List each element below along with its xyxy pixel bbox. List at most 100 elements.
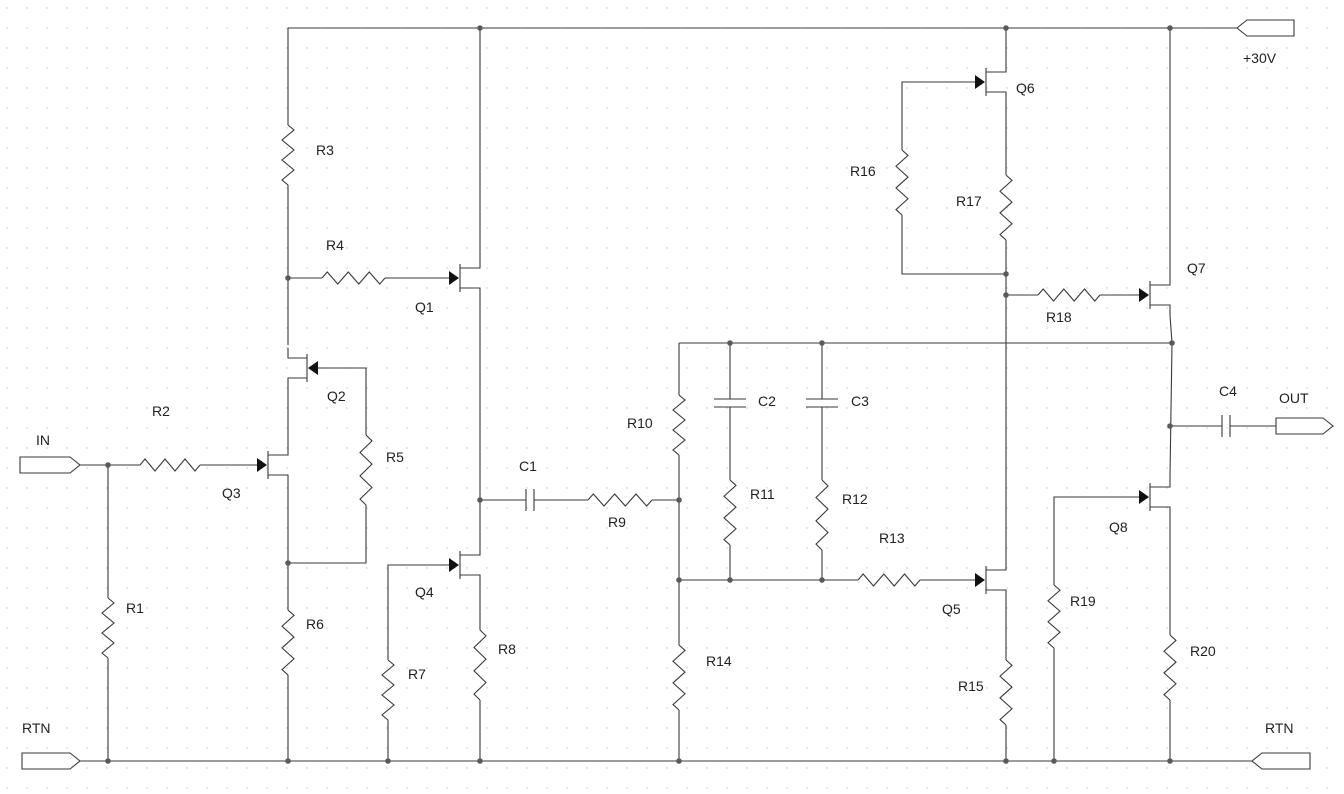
junction-dot	[285, 275, 291, 281]
transistor-q5	[975, 560, 1007, 600]
junction-dot	[1167, 25, 1173, 31]
label-r10: R10	[627, 415, 653, 431]
junction-dot	[477, 25, 483, 31]
resistor-r15	[999, 659, 1013, 726]
junction-dot	[727, 340, 733, 346]
resistor-r5	[359, 434, 373, 506]
resistor-r9	[587, 493, 653, 507]
label-r19: R19	[1070, 593, 1096, 609]
label-r7: R7	[408, 666, 426, 682]
resistor-r11	[723, 479, 737, 546]
label-q1: Q1	[415, 299, 434, 315]
resistor-r3	[281, 124, 295, 186]
label-c2: C2	[758, 393, 776, 409]
resistor-r6	[281, 609, 295, 676]
return-right-port	[1251, 752, 1311, 770]
junction-dot	[676, 758, 682, 764]
label-r15: R15	[958, 678, 984, 694]
return-left-port	[21, 752, 81, 770]
resistor-r14	[672, 644, 686, 711]
label-r17: R17	[956, 193, 982, 209]
resistor-r12	[815, 479, 829, 551]
label-r14: R14	[706, 653, 732, 669]
junction-dot	[1003, 292, 1009, 298]
junction-dot	[105, 462, 111, 468]
label-r6: R6	[306, 616, 324, 632]
resistor-r13	[857, 573, 921, 587]
label-c4: C4	[1219, 383, 1237, 399]
wire	[387, 564, 452, 660]
label-r18: R18	[1046, 309, 1072, 325]
return-left-label: RTN	[22, 720, 51, 736]
label-r5: R5	[386, 449, 404, 465]
resistor-r18	[1037, 288, 1101, 302]
junction-dot	[477, 497, 483, 503]
label-r12: R12	[842, 491, 868, 507]
transistor-q2	[287, 348, 318, 388]
wires	[80, 27, 1276, 762]
supply-port	[1236, 19, 1295, 37]
resistor-r17	[999, 174, 1013, 241]
resistor-r10	[672, 394, 686, 456]
wire	[318, 367, 367, 435]
junction-dot	[819, 577, 825, 583]
label-r1: R1	[126, 600, 144, 616]
return-right-label: RTN	[1265, 720, 1294, 736]
junction-dot	[1169, 340, 1175, 346]
junction-dot	[105, 758, 111, 764]
label-r2: R2	[152, 403, 170, 419]
junction-dot	[385, 758, 391, 764]
label-c3: C3	[851, 393, 869, 409]
output-label: OUT	[1279, 390, 1309, 406]
resistor-r7	[381, 659, 395, 721]
transistor-q4	[449, 545, 481, 585]
supply-label: +30V	[1243, 50, 1277, 66]
transistor-q6	[975, 62, 1007, 102]
wire	[901, 81, 978, 150]
resistor-r16	[895, 149, 909, 216]
resistor-r1	[101, 597, 115, 659]
capacitor-c1	[525, 489, 535, 511]
junction-dot	[1051, 758, 1057, 764]
resistor-r4	[321, 271, 386, 285]
wire	[901, 215, 1006, 275]
label-r8: R8	[498, 641, 516, 657]
label-q2: Q2	[327, 388, 346, 404]
capacitor-c4	[1221, 415, 1231, 437]
wire	[1053, 496, 1142, 585]
label-r16: R16	[850, 163, 876, 179]
label-q5: Q5	[942, 601, 961, 617]
junction-dot	[676, 497, 682, 503]
resistor-r20	[1163, 634, 1177, 701]
output-port	[1275, 417, 1334, 435]
junction-dot	[1167, 423, 1173, 429]
resistor-r19	[1047, 584, 1061, 649]
junction-dot	[1003, 25, 1009, 31]
capacitor-c2	[714, 398, 746, 408]
transistor-q1	[449, 258, 481, 298]
label-c1: C1	[519, 458, 537, 474]
junction-dot	[727, 577, 733, 583]
resistor-r8	[473, 629, 487, 701]
input-label: IN	[36, 432, 50, 448]
junction-dot	[819, 340, 825, 346]
resistor-r2	[139, 458, 201, 472]
input-port	[19, 456, 81, 474]
label-q8: Q8	[1109, 519, 1128, 535]
capacitor-c3	[806, 398, 838, 408]
label-r9: R9	[608, 514, 626, 530]
wire	[1169, 314, 1173, 344]
junctions	[105, 25, 1175, 764]
junction-dot	[477, 758, 483, 764]
label-q7: Q7	[1187, 260, 1206, 276]
junction-dot	[676, 577, 682, 583]
components	[19, 19, 1334, 770]
transistor-q3	[257, 445, 289, 485]
label-r20: R20	[1190, 643, 1216, 659]
junction-dot	[1003, 271, 1009, 277]
junction-dot	[1167, 758, 1173, 764]
junction-dot	[285, 758, 291, 764]
label-q3: Q3	[222, 485, 241, 501]
wire	[1169, 342, 1173, 478]
